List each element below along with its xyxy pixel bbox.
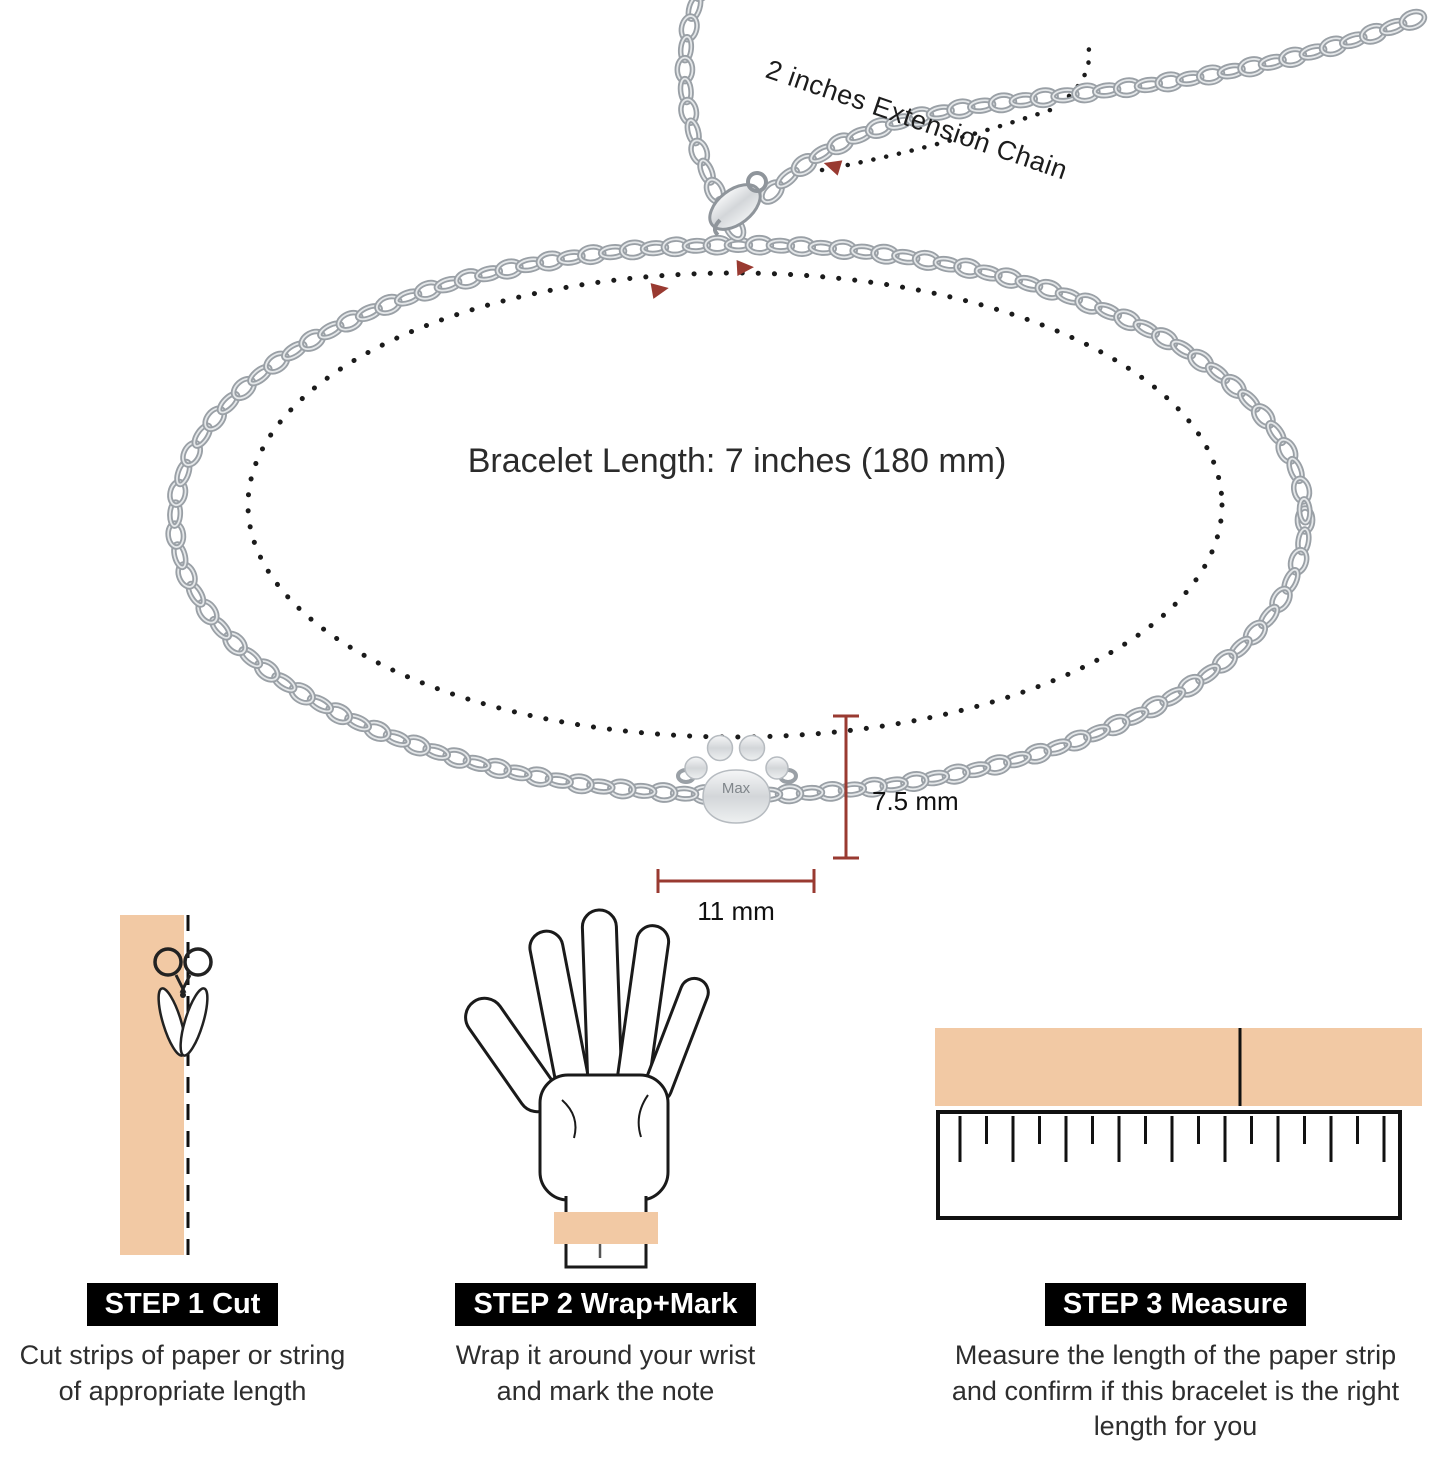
step-3: STEP 3 Measure Measure the length of the… [918,1283,1433,1445]
extension-chain [759,8,1428,205]
paper-strip-vertical [120,915,190,1255]
step-1: STEP 1 Cut Cut strips of paper or string… [10,1283,355,1409]
middle-finger [580,908,624,1097]
arrow-icon [650,283,669,299]
ruler-ticks [958,1116,1386,1162]
step-3-caption: Measure the length of the paper strip an… [951,1340,1400,1442]
extension-dotted-guide-upper [1066,41,1092,99]
palm-crease [637,1094,649,1138]
bracelet-chain [165,234,1316,806]
wrist-paper-strip [554,1212,658,1244]
palm [538,1073,670,1202]
palm-crease [561,1099,577,1139]
charm-height-label: 7.5 mm [872,786,959,816]
hand-illustration [464,908,710,1269]
step-2-caption: Wrap it around your wrist and mark the n… [455,1340,756,1406]
bracelet-length-label: Bracelet Length: 7 inches (180 mm) [467,442,1007,480]
bracelet-loop-dotted-guide [245,270,1225,740]
charm-width-dimension [656,869,816,893]
paper-strip-horizontal [935,1028,1422,1106]
charm-engraving: Max [721,780,751,797]
step-1-caption: Cut strips of paper or string of appropr… [19,1340,346,1406]
arrow-icon [736,260,754,276]
ruler-illustration [936,1110,1402,1220]
charm-height-dimension [833,714,859,860]
scissors-icon [153,947,213,1057]
extension-chain-top-strand [674,0,747,242]
step-2: STEP 2 Wrap+Mark Wrap it around your wri… [438,1283,773,1409]
step-1-label: STEP 1 Cut [86,1283,279,1326]
arrow-icon [823,160,843,176]
lobster-clasp-icon [708,171,768,237]
paw-charm-icon [676,734,798,824]
charm-width-label: 11 mm [697,896,775,926]
step-3-label: STEP 3 Measure [1044,1283,1307,1326]
step-2-label: STEP 2 Wrap+Mark [455,1283,756,1326]
direction-arrows [650,160,843,299]
